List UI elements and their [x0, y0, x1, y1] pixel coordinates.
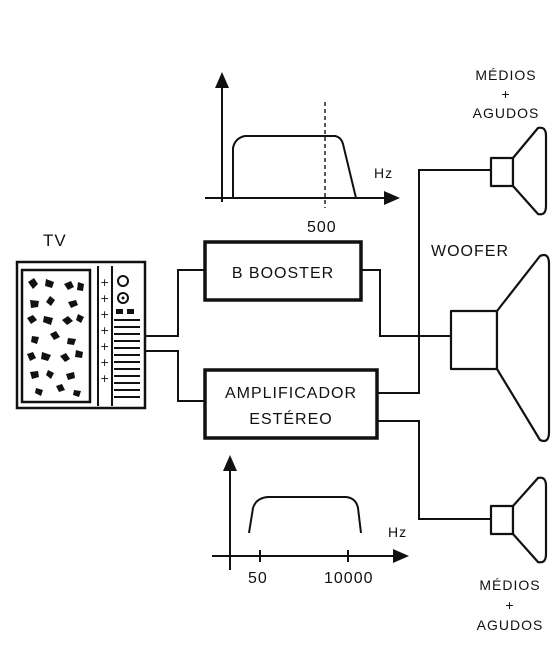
- wire-tv-to-booster: [145, 269, 206, 337]
- tv-panel-glyph: +: [100, 292, 109, 305]
- top-speaker-label-line3: AGUDOS: [473, 105, 540, 121]
- woofer: WOOFER: [431, 243, 551, 443]
- amplifier-graph-y-arrow: [223, 455, 237, 471]
- top-speaker-magnet-icon: [489, 156, 515, 188]
- tv-button: [127, 309, 134, 314]
- booster-graph-y-arrow: [215, 72, 229, 88]
- wire-tv-to-amplifier: [145, 350, 206, 402]
- amplifier-label-line1: AMPLIFICADOR: [225, 385, 357, 402]
- tv-button: [116, 309, 123, 314]
- tv-set: TV: [15, 231, 147, 410]
- amplifier-box-frame: [203, 368, 379, 440]
- bottom-speaker-label-line3: AGUDOS: [477, 617, 544, 633]
- wire-booster-to-woofer: [360, 269, 451, 337]
- booster-box-frame: [203, 240, 363, 302]
- signal-wires: [145, 169, 491, 520]
- woofer-label: WOOFER: [431, 243, 509, 260]
- tv-screen-noise: [27, 278, 84, 397]
- bottom-speaker-label-line1: MÉDIOS: [479, 577, 540, 593]
- booster-graph-500-label: 500: [307, 219, 337, 236]
- top-speaker-cone-icon: [511, 126, 548, 216]
- amplifier-graph-50-label: 50: [248, 570, 268, 587]
- tv-panel-glyph: +: [100, 308, 109, 321]
- bottom-speaker: MÉDIOS + AGUDOS: [477, 476, 548, 633]
- tv-panel-glyph: +: [100, 324, 109, 337]
- top-speaker-label-line1: MÉDIOS: [475, 67, 536, 83]
- booster-graph-hz-label: Hz: [374, 165, 393, 181]
- booster-label: B BOOSTER: [232, 265, 334, 282]
- amplifier-graph-hz-label: Hz: [388, 524, 407, 540]
- amplifier-response-graph: Hz 50 10000: [212, 455, 409, 587]
- tv-knob-center: [121, 296, 125, 300]
- bottom-speaker-cone-icon: [511, 476, 548, 564]
- amplifier-graph-x-arrow: [393, 549, 409, 563]
- tv-label: TV: [43, 231, 67, 250]
- amplifier-graph-10000-label: 10000: [324, 570, 374, 587]
- top-speaker: MÉDIOS + AGUDOS: [473, 67, 548, 216]
- tv-panel-glyph: +: [100, 340, 109, 353]
- wire-amplifier-to-bottom-speaker: [376, 420, 491, 520]
- tv-panel-glyph: +: [100, 356, 109, 369]
- woofer-magnet-icon: [449, 309, 499, 371]
- bottom-speaker-magnet-icon: [489, 504, 515, 536]
- booster-graph-x-arrow: [384, 191, 400, 205]
- wire-amplifier-to-top-speaker: [376, 169, 491, 394]
- woofer-cone-icon: [495, 253, 551, 443]
- top-speaker-label-line2: +: [501, 86, 510, 102]
- bottom-speaker-label-line2: +: [505, 597, 514, 613]
- tv-panel-glyph: +: [100, 372, 109, 385]
- booster-response-curve: [232, 135, 357, 199]
- tv-speaker-grille: [114, 319, 140, 398]
- amplifier-label-line2: ESTÉREO: [249, 409, 332, 428]
- amplifier-response-curve: [248, 496, 362, 534]
- amplifier-box: AMPLIFICADOR ESTÉREO: [203, 368, 379, 440]
- booster-response-graph: Hz 500: [205, 72, 400, 236]
- booster-box: B BOOSTER: [203, 240, 363, 302]
- tv-panel-glyphs: +: [100, 276, 109, 289]
- tv-knob-icon: [117, 275, 129, 287]
